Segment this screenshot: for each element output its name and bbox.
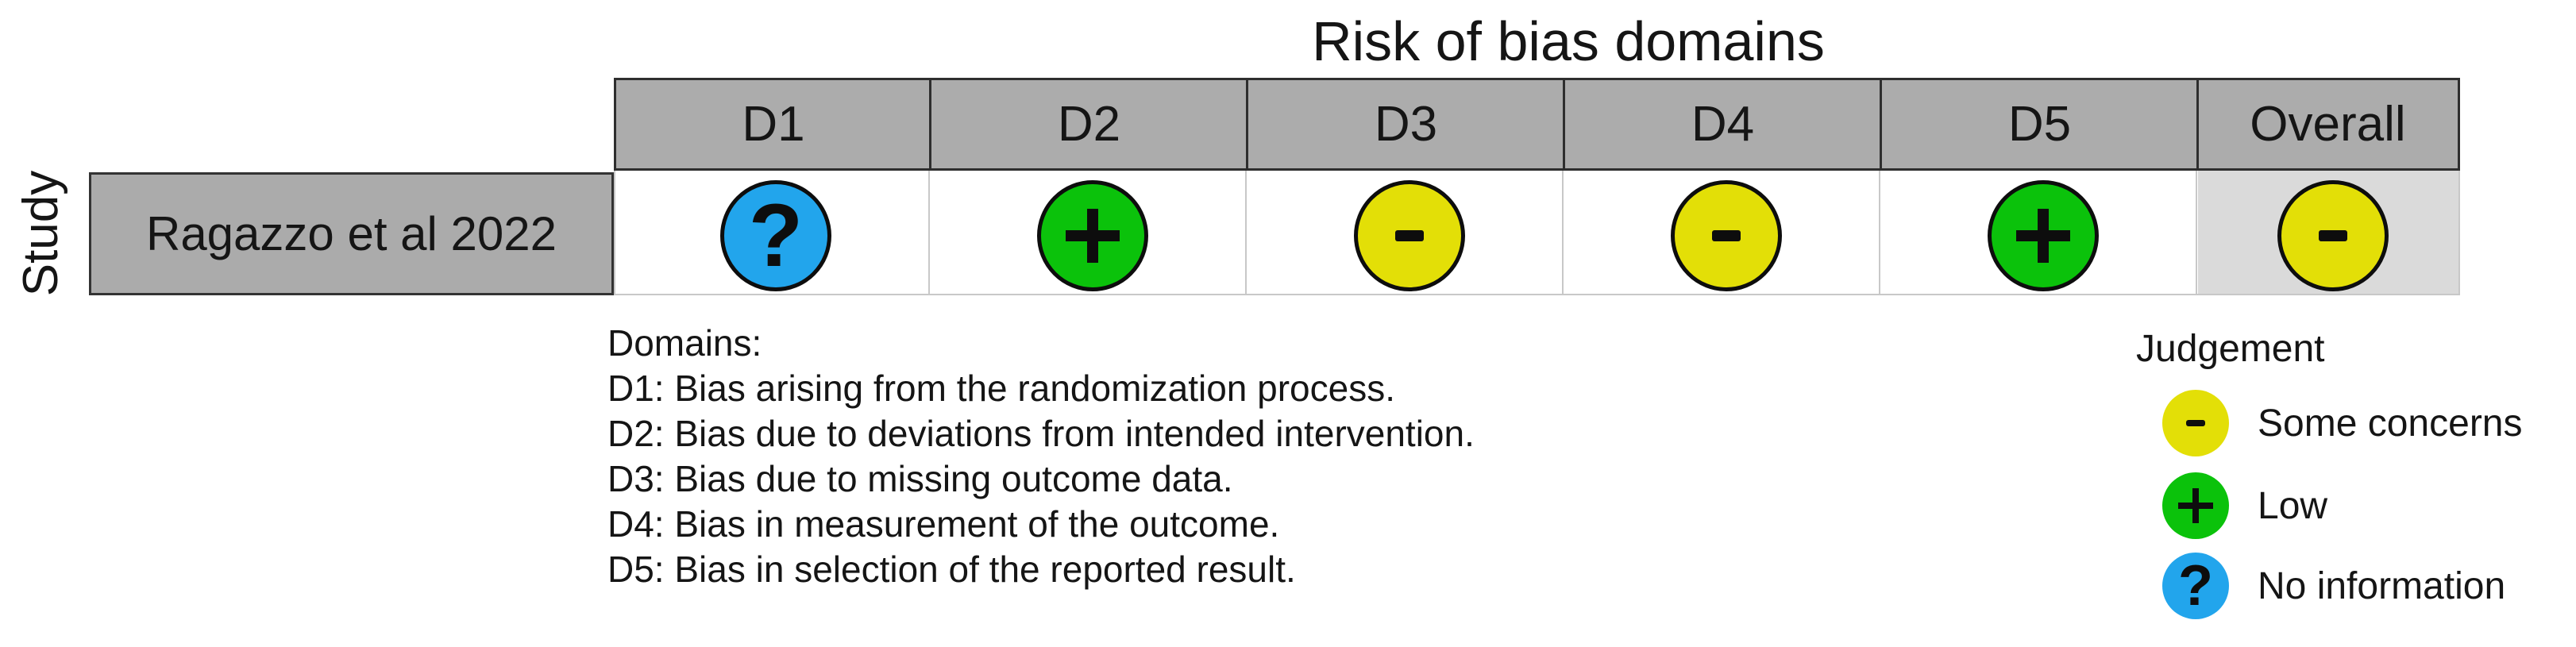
body-column-divider [1879, 171, 1880, 294]
domain-definition-d5: D5: Bias in selection of the reported re… [607, 549, 1296, 590]
judgement-circle-d5 [1988, 180, 2099, 291]
header-column-divider [929, 80, 931, 168]
domains-footnote: Domains: D1: Bias arising from the rando… [607, 321, 1475, 592]
study-name-cell: Ragazzo et al 2022 [89, 172, 614, 295]
column-header-d1: D1 [742, 97, 805, 152]
domains-heading: Domains: [607, 322, 762, 364]
domain-definition-d2: D2: Bias due to deviations from intended… [607, 413, 1475, 454]
plus-icon [1992, 184, 2095, 287]
legend-label: Some concerns [2258, 402, 2523, 445]
column-header-d4: D4 [1691, 97, 1755, 152]
header-column-divider [2196, 80, 2199, 168]
plot-title: Risk of bias domains [1312, 10, 1825, 72]
study-row [614, 171, 2460, 295]
header-column-divider [1246, 80, 1248, 168]
judgement-circle-d1 [720, 180, 831, 291]
question-mark-icon [724, 184, 827, 287]
header-column-divider [1563, 80, 1565, 168]
plus-icon [1041, 184, 1144, 287]
minus-icon [1358, 184, 1461, 287]
legend-heading: Judgement [2136, 328, 2325, 370]
legend-item-some-concerns: Some concerns [2162, 390, 2523, 456]
body-column-divider [2196, 171, 2197, 294]
legend-label: Low [2258, 484, 2328, 527]
column-header-d3: D3 [1374, 97, 1438, 152]
column-header-d2: D2 [1057, 97, 1121, 152]
body-column-divider [1245, 171, 1247, 294]
low-risk-circle [2162, 472, 2229, 539]
legend-item-no-information: No information [2162, 553, 2505, 619]
column-header-overall: Overall [2250, 97, 2406, 152]
study-axis-label: Study [13, 170, 68, 297]
plus-icon [2162, 472, 2229, 539]
no-information-circle [2162, 553, 2229, 619]
judgement-circle-d4 [1671, 180, 1782, 291]
domain-definition-d4: D4: Bias in measurement of the outcome. [607, 503, 1280, 545]
minus-icon [2281, 184, 2385, 287]
question-mark-icon [2162, 553, 2229, 619]
domains-header-row: D1 D2 D3 D4 D5 Overall [614, 78, 2460, 171]
judgement-circle-d2 [1037, 180, 1148, 291]
study-name: Ragazzo et al 2022 [145, 207, 557, 260]
legend-label: No information [2258, 564, 2506, 607]
column-header-d5: D5 [2007, 97, 2072, 152]
judgement-circle-d3 [1354, 180, 1465, 291]
legend-item-low: Low [2162, 472, 2327, 539]
body-column-divider [1562, 171, 1564, 294]
domain-definition-d1: D1: Bias arising from the randomization … [607, 368, 1395, 409]
header-column-divider [1880, 80, 1882, 168]
body-column-divider [928, 171, 930, 294]
minus-icon [1675, 184, 1778, 287]
minus-icon [2162, 390, 2229, 456]
judgement-circle-overall [2277, 180, 2389, 291]
some-concerns-circle [2162, 390, 2229, 456]
domain-definition-d3: D3: Bias due to missing outcome data. [607, 458, 1233, 499]
